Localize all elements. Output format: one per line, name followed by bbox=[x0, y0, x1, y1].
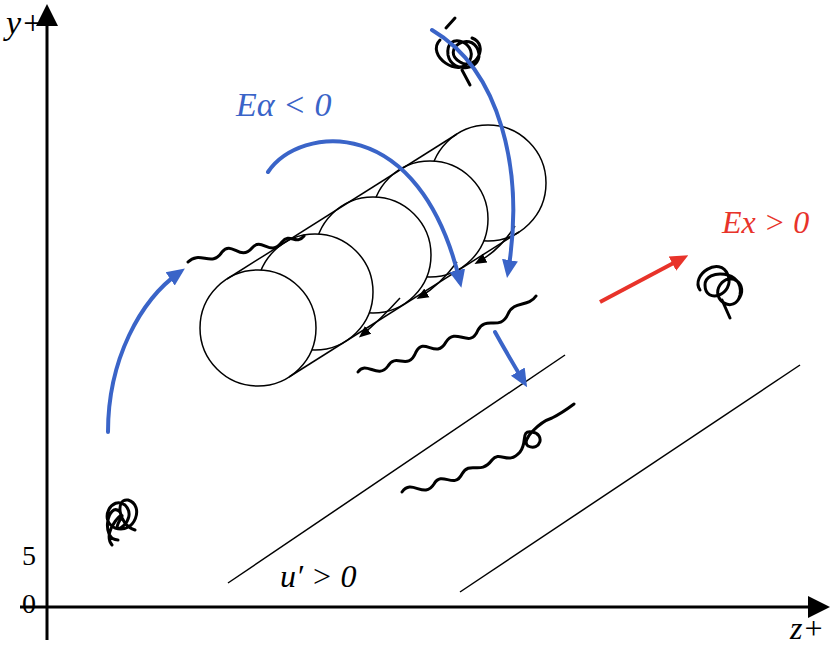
tick-label: 0 bbox=[22, 590, 36, 618]
rate-label: Ex > 0 bbox=[722, 206, 809, 238]
polymer-chains bbox=[107, 18, 742, 545]
rate-label: Eα < 0 bbox=[236, 88, 332, 122]
axis-label: y+ bbox=[6, 6, 44, 40]
vortex-cylinder bbox=[200, 125, 546, 386]
streak-lines bbox=[228, 355, 800, 592]
axes bbox=[20, 4, 830, 640]
velocity-label: u′ > 0 bbox=[280, 560, 357, 592]
rotation-arrows bbox=[362, 226, 515, 335]
tick-label: 5 bbox=[22, 542, 36, 570]
flow-arrows bbox=[108, 30, 524, 432]
stretch-arrow bbox=[600, 258, 683, 302]
axis-label: z+ bbox=[790, 612, 824, 644]
